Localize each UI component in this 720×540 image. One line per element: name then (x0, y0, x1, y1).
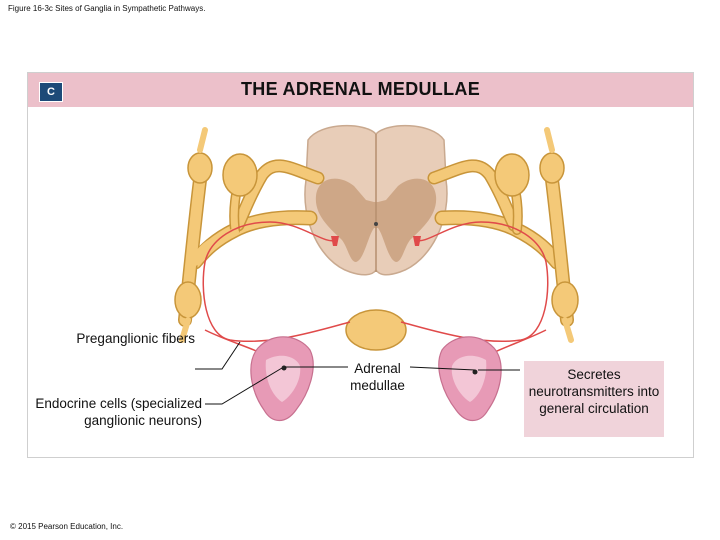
left-chain-ganglion-lower (174, 281, 202, 319)
leader-lines (195, 341, 520, 405)
collateral-ganglion (345, 309, 407, 351)
label-endocrine-cells: Endocrine cells (specialized ganglionic … (35, 396, 202, 428)
left-chain-ganglion-upper (187, 152, 213, 184)
panel-heading: THE ADRENAL MEDULLAE (241, 79, 480, 99)
right-chain-ganglion-lower (551, 281, 579, 319)
label-adrenal-medullae: Adrenal medullae (350, 361, 405, 393)
spinal-cord (304, 124, 448, 276)
right-adrenal-gland (438, 336, 502, 422)
left-dorsal-root-ganglion (222, 153, 258, 197)
right-chain-ganglion-upper (539, 152, 565, 184)
callout-secretes: Secretes neurotransmitters into general … (524, 361, 664, 437)
left-motor-neuron (331, 236, 339, 246)
left-adrenal-gland (250, 336, 314, 422)
right-motor-neuron (413, 236, 421, 246)
figure-title: Figure 16-3c Sites of Ganglia in Sympath… (8, 4, 206, 13)
copyright: © 2015 Pearson Education, Inc. (10, 522, 124, 531)
panel-badge: C (39, 82, 63, 102)
right-dorsal-root-ganglion (494, 153, 530, 197)
label-preganglionic-fibers: Preganglionic fibers (76, 331, 195, 346)
panel-header: C THE ADRENAL MEDULLAE (28, 73, 693, 107)
